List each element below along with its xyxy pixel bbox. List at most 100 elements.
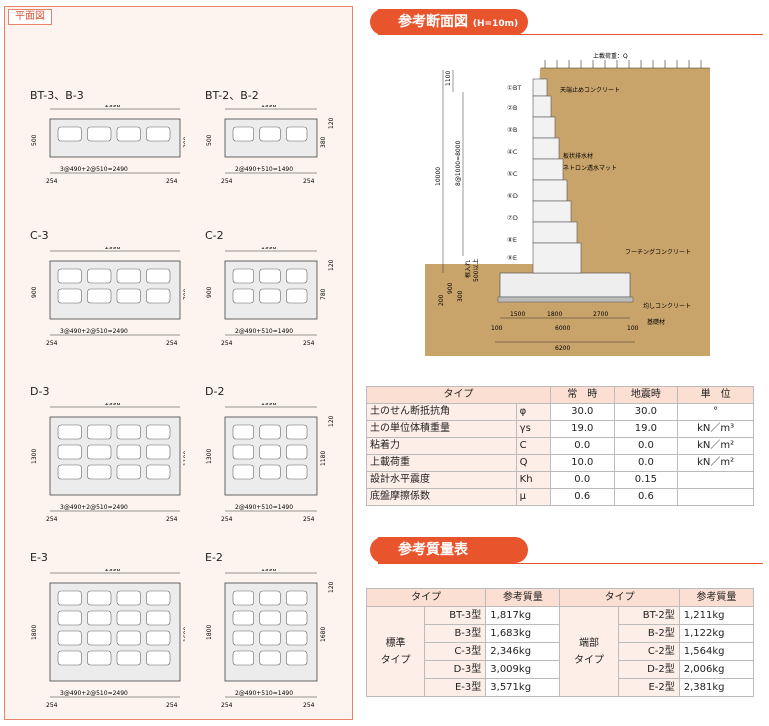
layer-label: ④C bbox=[507, 148, 518, 156]
block-steps bbox=[532, 78, 582, 274]
param-normal: 30.0 bbox=[549, 403, 615, 421]
block-cell bbox=[232, 288, 254, 304]
mass-header-type-left: タイプ bbox=[365, 588, 487, 607]
dim-end-left: 254 bbox=[46, 516, 58, 523]
dim-end-right: 254 bbox=[166, 516, 178, 523]
dim-1500: 1500 bbox=[510, 311, 525, 318]
dim-pitch: 2@490+510=1490 bbox=[235, 328, 293, 335]
block-cell bbox=[146, 424, 171, 440]
block-cell bbox=[57, 464, 82, 480]
dim-inner: 780 bbox=[320, 288, 327, 300]
dim-top: 120 bbox=[328, 415, 335, 427]
param-normal: 19.0 bbox=[549, 420, 615, 438]
block-cell bbox=[259, 268, 281, 284]
block-cell bbox=[146, 444, 171, 460]
block-cell bbox=[259, 590, 281, 606]
dim-pitch: 3@490+2@510=2490 bbox=[60, 166, 128, 173]
section-title-sub: (H=10m) bbox=[472, 19, 519, 29]
block-cell bbox=[57, 590, 82, 606]
dim-end-right: 254 bbox=[166, 178, 178, 185]
mass-value-left: 3,571kg bbox=[485, 678, 561, 697]
dim-end-right: 254 bbox=[166, 702, 178, 709]
dim-lines bbox=[442, 70, 635, 343]
load-label: 上載荷重：Q bbox=[593, 52, 628, 60]
block-cell bbox=[57, 126, 82, 142]
param-name: 粘着力 bbox=[366, 437, 517, 455]
dim-inner: 380 bbox=[183, 136, 185, 148]
label-top-concrete: 天端止めコンクリート bbox=[560, 86, 620, 94]
block-cell bbox=[232, 444, 254, 460]
block-cell bbox=[286, 126, 308, 142]
mass-type-left: BT-3型 bbox=[424, 606, 487, 625]
dim-inner: 1180 bbox=[320, 451, 327, 466]
block-cell bbox=[146, 126, 171, 142]
dim-depth: 500 bbox=[31, 134, 38, 146]
dim-top: 120 bbox=[328, 259, 335, 271]
param-quake: 30.0 bbox=[613, 403, 679, 421]
param-unit: kN／m³ bbox=[677, 420, 754, 438]
block-cell bbox=[116, 444, 141, 460]
layer-label: ①BT bbox=[507, 84, 521, 92]
layer-label: ⑦D bbox=[507, 214, 518, 222]
dim-top: 120 bbox=[328, 581, 335, 593]
param-name: 土の単位体積重量 bbox=[366, 420, 517, 438]
mass-value-right: 1,564kg bbox=[678, 642, 755, 661]
mass-type-right: E-2型 bbox=[617, 678, 680, 697]
param-normal: 10.0 bbox=[549, 454, 615, 472]
dim-depth: 1800 bbox=[206, 625, 213, 640]
plan-block-label: C-3 bbox=[30, 229, 49, 242]
layer-label: ⑧E bbox=[507, 236, 517, 244]
plan-block-label: D-3 bbox=[30, 385, 50, 398]
block-cell bbox=[116, 126, 141, 142]
param-quake: 0.0 bbox=[613, 454, 679, 472]
dim-end-right: 254 bbox=[166, 340, 178, 347]
dim-end-left: 254 bbox=[46, 702, 58, 709]
mass-value-left: 1,817kg bbox=[485, 606, 561, 625]
mass-header-line bbox=[378, 563, 763, 564]
param-unit bbox=[677, 471, 754, 489]
block-cell bbox=[232, 630, 254, 646]
block-cell bbox=[232, 126, 254, 142]
param-symbol: Kh bbox=[515, 471, 551, 489]
dim-depth: 1300 bbox=[31, 449, 38, 464]
mass-type-right: BT-2型 bbox=[617, 606, 680, 625]
label-mat: ネトロン透水マット bbox=[563, 164, 617, 172]
param-normal: 0.6 bbox=[549, 488, 615, 506]
dim-2700: 2700 bbox=[593, 311, 608, 318]
param-unit: kN／m² bbox=[677, 454, 754, 472]
mass-value-right: 1,211kg bbox=[678, 606, 755, 625]
mass-header-type-right: タイプ bbox=[559, 588, 680, 607]
block-cell bbox=[259, 630, 281, 646]
block-cell bbox=[87, 268, 112, 284]
dim-end-left: 254 bbox=[221, 516, 233, 523]
block-cell bbox=[116, 610, 141, 626]
block-cell bbox=[286, 650, 308, 666]
block-cell bbox=[259, 650, 281, 666]
layer-label: ⑨E bbox=[507, 254, 517, 262]
dim-end-right: 254 bbox=[303, 702, 315, 709]
block-cell bbox=[259, 288, 281, 304]
leveling-shape bbox=[497, 296, 634, 303]
dim-width: 1998 bbox=[261, 105, 276, 109]
param-name: 土のせん断抵抗角 bbox=[366, 403, 517, 421]
block-cell bbox=[286, 444, 308, 460]
mass-type-right: C-2型 bbox=[617, 642, 680, 661]
mass-value-right: 2,381kg bbox=[678, 678, 755, 697]
dim-300: 300 bbox=[457, 290, 464, 302]
block-cell bbox=[57, 650, 82, 666]
dim-10000: 10000 bbox=[435, 167, 442, 186]
mass-group-left: 標準 タイプ bbox=[365, 606, 426, 697]
block-cell bbox=[146, 610, 171, 626]
layer-label: ②B bbox=[507, 104, 517, 112]
mass-value-left: 3,009kg bbox=[485, 660, 561, 679]
